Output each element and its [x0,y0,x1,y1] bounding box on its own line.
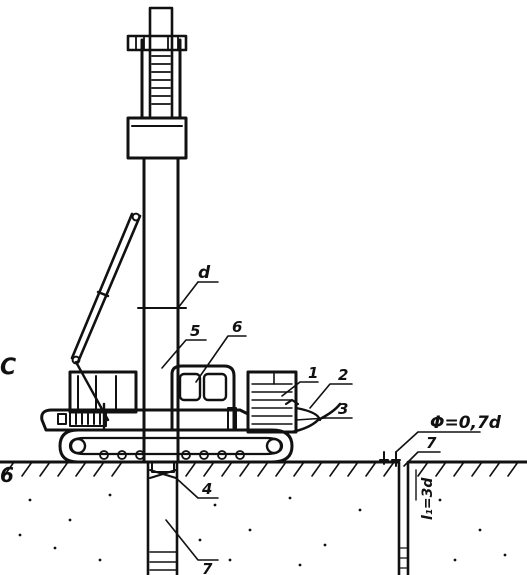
label-6: 6 [232,318,242,336]
label-2: 2 [338,366,348,384]
label-d: d [198,263,211,283]
label-7-left: 7 [202,560,213,575]
hydraulic-strut [70,212,142,422]
label-depth: l₁=3d [420,477,436,520]
label-5: 5 [190,322,200,340]
callout-leaders [161,335,481,561]
label-phi: Φ=0,7d [430,413,502,433]
edge-glyph-1: Ϲ [0,355,16,380]
ground-surface [0,460,527,567]
label-4: 4 [201,480,212,498]
crawler-track [58,428,294,464]
bore-hole-right [397,460,410,575]
operator-cab [170,364,237,432]
label-3: 3 [338,400,348,418]
dimension-d [137,281,219,315]
water-tank [246,370,342,434]
bore-hole-left [146,460,179,575]
label-7-right: 7 [426,434,437,452]
label-1: 1 [308,364,318,382]
edge-glyph-2: 6 [0,463,14,487]
machine-body [40,370,250,432]
